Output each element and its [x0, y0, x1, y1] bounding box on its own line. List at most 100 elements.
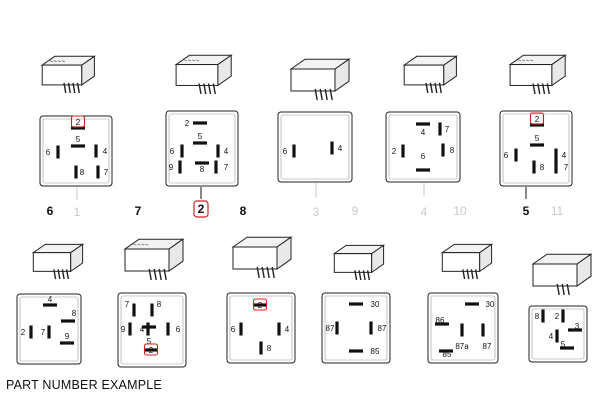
pin-slot-2 [144, 348, 158, 352]
relay-terminal-blade [61, 269, 65, 280]
relay-housing-side [443, 55, 457, 86]
socket-face-inner-border [19, 296, 79, 362]
pin-slot-85 [349, 349, 363, 353]
relay-terminal-blade [438, 82, 442, 94]
pin-label: 8 [72, 309, 77, 318]
pin-label: 7 [41, 328, 46, 337]
pin-label: 7 [445, 125, 450, 134]
relay-index-label: 7 [135, 204, 142, 218]
relay-terminal-blade [212, 83, 216, 95]
relay-housing-front [509, 64, 553, 86]
pin-label: 30 [486, 300, 495, 309]
pin-label: 9 [121, 325, 126, 334]
relay-terminal-blade [324, 88, 328, 101]
pin-label: 87a [455, 342, 469, 351]
relay-terminal-blade [53, 269, 57, 280]
relay-terminal-blade [329, 88, 333, 101]
pin-label: 2 [555, 312, 560, 321]
relay-housing-front [441, 252, 481, 272]
relay-terminal-blade [532, 83, 536, 95]
relay-housing-side [217, 54, 232, 87]
relay-terminal-blade [266, 266, 270, 279]
pin-slot-87 [369, 321, 373, 335]
pin-label: 87 [378, 324, 387, 333]
pin-slot-7 [554, 160, 558, 174]
relay-terminal-blade [466, 269, 470, 280]
relay-marking [183, 59, 188, 62]
pin-slot-6 [416, 168, 430, 172]
relay-terminal-blade [163, 268, 167, 281]
pin-label: 9 [169, 163, 174, 172]
relay-index-label: 8 [240, 204, 247, 218]
pin-label: 5 [147, 337, 152, 346]
socket-face-outline [165, 110, 239, 187]
pin-slot-4 [416, 122, 430, 126]
socket-face-inner-border [120, 295, 184, 365]
pin-slot-2 [193, 121, 207, 125]
pin-highlight-frame [252, 298, 268, 311]
socket-face-inner-border [42, 118, 110, 184]
relay-index-label: 3 [313, 205, 320, 219]
relay-marking [521, 59, 526, 62]
pin-slot-2 [29, 325, 33, 339]
relay-index-label: 2 [198, 202, 205, 216]
pin-label: 5 [198, 132, 203, 141]
pin-slot-5 [193, 141, 207, 145]
pin-label: 4 [549, 332, 554, 341]
relay-terminal-blade [462, 269, 466, 280]
pin-slot-4 [330, 141, 334, 155]
relay-terminal-blade [198, 83, 202, 95]
relay-housing-front [232, 246, 278, 270]
relay-terminal-blade [63, 82, 67, 94]
pin-slot-2 [71, 126, 85, 130]
relay-index-label: 11 [551, 204, 564, 218]
relay-marking [195, 59, 200, 62]
relay-terminal-blade [366, 270, 371, 281]
relay-terminal-blade [271, 266, 275, 279]
pin-label: 8 [267, 344, 272, 353]
pin-slot-4 [555, 329, 559, 343]
pin-label: 6 [504, 151, 509, 160]
part-number-example-caption: PART NUMBER EXAMPLE [6, 378, 162, 392]
relay-marking [141, 243, 145, 246]
socket-face-outline [321, 292, 391, 364]
pin-slot-87a [460, 323, 464, 337]
relay-index-label: 5 [523, 204, 530, 218]
pin-slot-7 [96, 165, 100, 179]
relay-terminal-blade [425, 82, 429, 94]
relay-terminal-blade [72, 82, 76, 94]
socket-face-outline [226, 292, 296, 364]
pin-label: 7 [104, 168, 109, 177]
pin-label: 8 [540, 163, 545, 172]
pin-slot-4 [94, 144, 98, 158]
pin-label: 6 [283, 147, 288, 156]
relay-terminal-blade [76, 82, 80, 94]
pin-highlight-frame [70, 115, 86, 128]
relay-marking [191, 59, 196, 62]
pin-slot-5 [530, 143, 544, 147]
pin-label: 4 [421, 128, 426, 137]
pin-label: 30 [371, 300, 380, 309]
pin-slot-8 [259, 341, 263, 355]
relay-housing-side [334, 58, 350, 92]
relay-housing-side [576, 253, 592, 287]
socket-face-inner-border [430, 295, 496, 361]
pin-slot-6 [239, 322, 243, 336]
pin-label: 4 [562, 151, 567, 160]
relay-marking [137, 243, 141, 246]
pin-label: 7 [125, 300, 130, 309]
relay-housing-front [32, 252, 72, 272]
relay-terminal-blade [158, 268, 162, 281]
pin-label: 87 [483, 342, 492, 351]
relay-index-label: 4 [421, 205, 428, 219]
pin-label: 6 [231, 325, 236, 334]
pin-slot-7 [132, 303, 136, 317]
relay-housing-front [290, 68, 336, 92]
relay-terminal-blade [434, 82, 438, 94]
pin-slot-2 [401, 144, 405, 158]
pin-slot-87 [335, 321, 339, 335]
